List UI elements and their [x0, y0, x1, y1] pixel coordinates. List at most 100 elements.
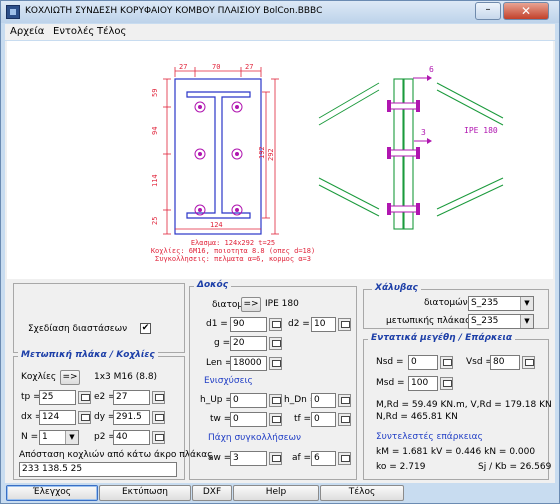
e2-input[interactable]: 27 — [113, 390, 150, 405]
plate-bolts-group: Μετωπική πλάκα / Κοχλίες Κοχλίες => 1x3 … — [13, 350, 213, 480]
dim-left-1: 59 — [151, 89, 159, 97]
aw-calc-icon[interactable] — [269, 452, 282, 465]
tf-label: tf = — [294, 414, 312, 424]
p2-input[interactable]: 40 — [113, 430, 150, 445]
plate-steel-value: S_235 — [471, 316, 499, 326]
p2-calc-icon[interactable] — [152, 431, 165, 444]
n-select-value: 1 — [42, 432, 48, 442]
print-button[interactable]: Εκτύπωση — [99, 485, 191, 501]
note-bolts: Κοχλίες: 6M16, ποιοτητα 8.8 (οπες d=18) — [151, 247, 315, 255]
dy-input[interactable]: 291.5 — [113, 410, 150, 425]
n-select[interactable]: 1▼ — [39, 430, 79, 445]
title-bar: ΚΟΧΛΙΩΤΗ ΣΥΝΔΕΣΗ ΚΟΡΥΦΑΙΟΥ ΚΟΜΒΟΥ ΠΛΑΙΣΙ… — [1, 1, 559, 23]
draw-options-group: Σχεδίαση διαστάσεων ✔ — [13, 283, 185, 353]
section-value: IPE 180 — [265, 299, 299, 309]
dim-top-left: 27 — [179, 63, 187, 71]
resistance-line-2: N,Rd = 465.81 KN — [376, 412, 458, 422]
dy-label: dy = — [94, 412, 116, 422]
note-welds: Συγκολλησεις: πελματα α=6, κορμος α=3 — [155, 255, 311, 263]
tp-input[interactable]: 25 — [39, 390, 76, 405]
aw-input[interactable]: 3 — [230, 451, 267, 466]
d2-calc-icon[interactable] — [338, 318, 351, 331]
minimize-button[interactable]: – — [475, 2, 501, 20]
tp-label: tp = — [21, 392, 41, 402]
client-area: 27 70 27 59 94 114 25 192 292 124 Ελασμα… — [5, 41, 555, 483]
end-plate — [174, 78, 262, 235]
d1-calc-icon[interactable] — [269, 318, 282, 331]
h-dn-calc-icon[interactable] — [338, 394, 351, 407]
exit-button[interactable]: Τέλος — [320, 485, 404, 501]
chevron-down-icon[interactable]: ▼ — [65, 431, 78, 444]
g-calc-icon[interactable] — [269, 337, 282, 350]
window-title: ΚΟΧΛΙΩΤΗ ΣΥΝΔΕΣΗ ΚΟΡΥΦΑΙΟΥ ΚΟΜΒΟΥ ΠΛΑΙΣΙ… — [25, 6, 323, 16]
menu-exit[interactable]: Τέλος — [97, 26, 127, 37]
nsd-calc-icon[interactable] — [440, 356, 453, 369]
dxf-button[interactable]: DXF — [192, 485, 232, 501]
msd-calc-icon[interactable] — [440, 377, 453, 390]
d2-label: d2 = — [288, 319, 310, 329]
tf-input[interactable]: 0 — [311, 412, 336, 427]
tp-calc-icon[interactable] — [78, 391, 91, 404]
drawing-canvas: 27 70 27 59 94 114 25 192 292 124 Ελασμα… — [7, 41, 553, 279]
section-steel-value: S_235 — [471, 298, 499, 308]
coef-title: Συντελεστές επάρκειας — [376, 432, 483, 442]
p2-label: p2 = — [94, 432, 116, 442]
len-input[interactable]: 18000 — [230, 356, 267, 371]
d1-input[interactable]: 90 — [230, 317, 267, 332]
len-calc-icon[interactable] — [269, 357, 282, 370]
menu-bar: Αρχεία Εντολές Τέλος — [5, 24, 555, 40]
e2-calc-icon[interactable] — [152, 391, 165, 404]
vsd-calc-icon[interactable] — [522, 356, 535, 369]
section-select-button[interactable]: => — [241, 297, 261, 312]
check-button[interactable]: Έλεγχος — [6, 485, 98, 501]
aw-label: aw = — [208, 453, 232, 463]
bolts-select-button[interactable]: => — [60, 370, 80, 385]
d1-label: d1 = — [206, 319, 228, 329]
msd-input[interactable]: 100 — [408, 376, 438, 391]
beam-section — [186, 91, 251, 219]
section-steel-select[interactable]: S_235 ▼ — [468, 296, 534, 311]
vsd-input[interactable]: 80 — [490, 355, 520, 370]
dim-bottom: 124 — [210, 221, 223, 229]
plate-steel-select[interactable]: S_235 ▼ — [468, 314, 534, 329]
g-input[interactable]: 20 — [230, 336, 267, 351]
dx-calc-icon[interactable] — [78, 411, 91, 424]
h-up-calc-icon[interactable] — [269, 394, 282, 407]
forces-group: Εντατικά μεγέθη / Επάρκεια Nsd = 0 Vsd =… — [363, 333, 552, 480]
draw-dims-checkbox[interactable]: ✔ — [140, 323, 151, 334]
tf-calc-icon[interactable] — [338, 413, 351, 426]
help-button[interactable]: Help — [233, 485, 319, 501]
profile-label: IPE 180 — [464, 126, 498, 135]
tw-input[interactable]: 0 — [230, 412, 267, 427]
h-up-input[interactable]: 0 — [230, 393, 267, 408]
dx-input[interactable]: 124 — [39, 410, 76, 425]
dy-calc-icon[interactable] — [152, 411, 165, 424]
af-calc-icon[interactable] — [338, 452, 351, 465]
nsd-input[interactable]: 0 — [408, 355, 438, 370]
menu-commands[interactable]: Εντολές — [53, 26, 95, 37]
side-bolts — [387, 100, 420, 215]
bolt-hole — [194, 101, 206, 113]
af-input[interactable]: 6 — [311, 451, 336, 466]
tw-calc-icon[interactable] — [269, 413, 282, 426]
dx-label: dx = — [21, 412, 43, 422]
h-dn-label: h_Dn = — [284, 395, 318, 405]
coef-line-3: Sj / Kb = 26.569 — [478, 462, 552, 472]
close-button[interactable]: ✕ — [503, 2, 549, 20]
dim-right-inner: 192 — [258, 146, 266, 159]
h-up-label: h_Up = — [200, 395, 233, 405]
load-label-mid: 3 — [421, 128, 426, 137]
bolt-hole — [231, 101, 243, 113]
chevron-down-icon[interactable]: ▼ — [520, 297, 533, 310]
dim-top-right: 27 — [245, 63, 253, 71]
menu-files[interactable]: Αρχεία — [10, 26, 45, 37]
chevron-down-icon[interactable]: ▼ — [520, 315, 533, 328]
plate-steel-label: μετωπικής πλάκας — [386, 316, 471, 326]
d2-input[interactable]: 10 — [311, 317, 336, 332]
section-steel-label: διατομών — [424, 298, 468, 308]
distance-input[interactable]: 233 138.5 25 — [19, 462, 177, 477]
h-dn-input[interactable]: 0 — [311, 393, 336, 408]
app-icon — [6, 5, 20, 19]
dim-left-4: 25 — [151, 217, 159, 225]
